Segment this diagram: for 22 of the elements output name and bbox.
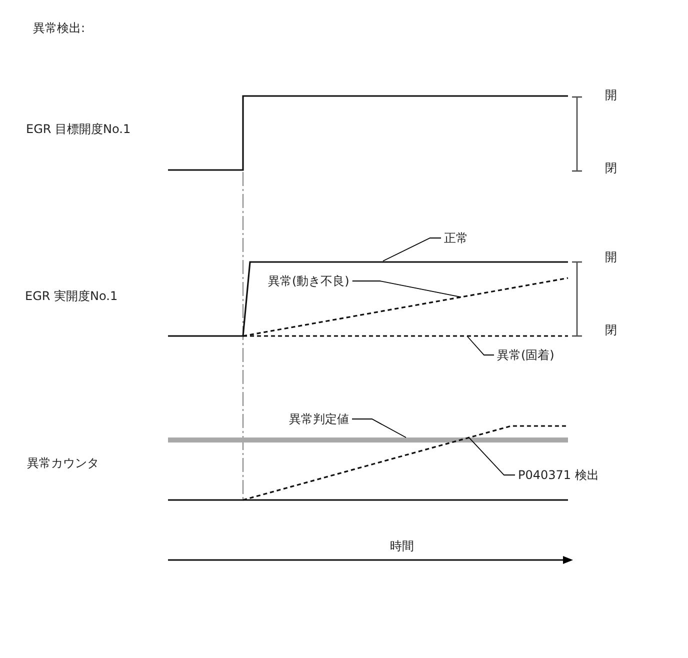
axis-label: 時間	[390, 539, 414, 553]
signal-trace	[168, 261, 568, 337]
state-label: 閉	[605, 323, 617, 337]
callout-label: 異常(動き不良)	[265, 274, 352, 288]
leader-line	[382, 238, 442, 262]
dashed-trace	[242, 425, 568, 501]
threshold-bar	[168, 438, 568, 442]
leader-line	[352, 418, 406, 438]
leader-line	[352, 280, 462, 298]
callout-label: 異常判定値	[286, 412, 352, 426]
leader-line	[468, 437, 516, 476]
signal-label: EGR 目標開度No.1	[26, 122, 131, 136]
leader-line	[466, 336, 494, 356]
callout-label: 正常	[441, 231, 471, 245]
state-label: 開	[605, 88, 617, 102]
callout-label: P040371 検出	[515, 468, 602, 482]
title: 異常検出:	[33, 21, 86, 35]
signal-label: EGR 実開度No.1	[25, 289, 118, 303]
callout-label: 異常(固着)	[494, 348, 558, 362]
state-label: 開	[605, 250, 617, 264]
state-label: 閉	[605, 161, 617, 175]
signal-label: 異常カウンタ	[27, 456, 99, 470]
